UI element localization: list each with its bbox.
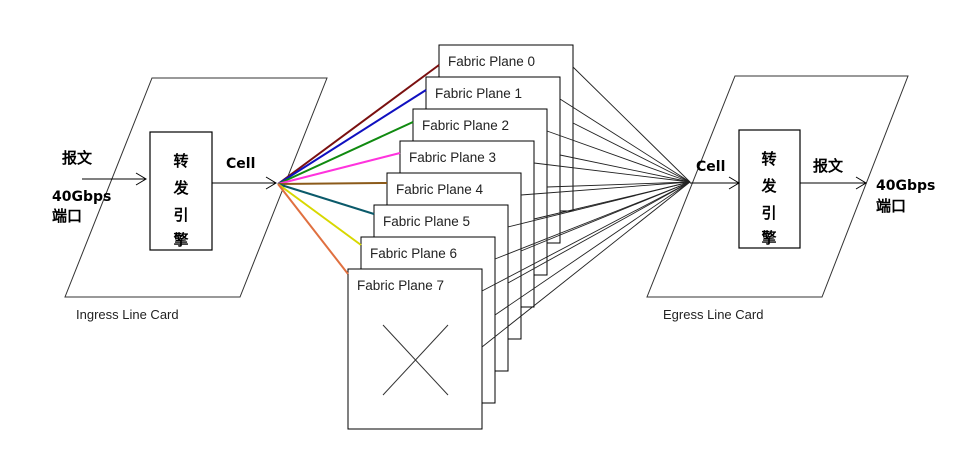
fanin-line-plane-7-0 <box>481 181 691 292</box>
egress-card-label: Egress Line Card <box>663 307 763 322</box>
crossbar-line-1 <box>382 324 449 396</box>
egress-port-line2: 端口 <box>876 197 906 215</box>
egress-output-arrowhead <box>855 176 867 190</box>
ingress-forwarding-engine <box>149 131 213 251</box>
ingress-port-line1: 40Gbps <box>52 189 111 205</box>
fanin-line-plane-0-0 <box>572 66 691 183</box>
fanout-line-plane-0 <box>277 64 440 185</box>
fanin-line-plane-2-1 <box>546 181 691 188</box>
fanout-line-plane-6 <box>277 183 362 246</box>
fanin-line-plane-4-0 <box>520 181 691 196</box>
fanin-line-plane-6-0 <box>494 181 691 260</box>
fabric-planes-stack: Fabric Plane 0 Fabric Plane 1 Fabric Plane… <box>347 44 574 430</box>
fanin-line-plane-0-1 <box>572 122 691 183</box>
ingress-input-label: 报文 <box>62 149 93 167</box>
fanin-line-plane-5-0 <box>507 181 691 228</box>
ingress-input-arrowhead <box>135 172 147 186</box>
fanout-line-plane-3 <box>277 152 401 185</box>
fabric-plane-label: Fabric Plane 1 <box>435 86 522 101</box>
fanin-line-plane-3-0 <box>533 162 691 183</box>
fanin-line-plane-5-1 <box>507 181 691 284</box>
egress-engine-char-1: 发 <box>760 177 777 195</box>
fabric-plane-label: Fabric Plane 4 <box>396 182 484 197</box>
fanin-line-plane-2-0 <box>546 130 691 183</box>
egress-engine-char-0: 转 <box>761 150 776 168</box>
fabric-plane-label: Fabric Plane 5 <box>383 214 470 229</box>
egress-engine-char-3: 擎 <box>761 229 776 247</box>
egress-cell-arrowhead <box>728 176 740 190</box>
egress-port-line1: 40Gbps <box>876 178 935 194</box>
ingress-engine-char-1: 发 <box>172 179 189 197</box>
ingress-engine-char-3: 擎 <box>173 231 188 249</box>
fanout-line-plane-1 <box>277 89 427 185</box>
ingress-engine-char-0: 转 <box>173 152 188 170</box>
ingress-engine-char-2: 引 <box>173 206 188 224</box>
fabric-plane-label: Fabric Plane 6 <box>370 246 457 261</box>
egress-engine-char-2: 引 <box>761 204 776 222</box>
ingress-card-label: Ingress Line Card <box>76 307 179 322</box>
ingress-port-line2: 端口 <box>52 207 82 225</box>
fabric-plane-label: Fabric Plane 3 <box>409 150 496 165</box>
ingress-fanout-lines <box>277 64 440 275</box>
fanout-line-plane-7 <box>277 183 349 275</box>
egress-output-label: 报文 <box>813 157 844 175</box>
ingress-cell-label: Cell <box>226 156 255 172</box>
fabric-plane-box <box>347 268 483 430</box>
fanin-line-plane-6-1 <box>494 181 691 316</box>
egress-cell-label: Cell <box>696 159 725 175</box>
fanout-line-plane-2 <box>277 121 414 185</box>
fabric-plane-label: Fabric Plane 7 <box>357 278 444 293</box>
fanin-line-plane-7-1 <box>481 181 691 348</box>
ingress-cell-arrowhead <box>265 176 277 190</box>
egress-forwarding-engine <box>738 129 801 249</box>
fanout-line-plane-5 <box>277 183 375 215</box>
fabric-plane-label: Fabric Plane 0 <box>448 54 535 69</box>
egress-fanin-lines <box>481 66 691 348</box>
fanout-line-plane-4 <box>277 182 388 185</box>
fanin-line-plane-1-1 <box>559 154 691 183</box>
fabric-plane-label: Fabric Plane 2 <box>422 118 509 133</box>
fanin-line-plane-1-0 <box>559 98 691 183</box>
fabric-plane-7: Fabric Plane 7 <box>347 268 483 430</box>
